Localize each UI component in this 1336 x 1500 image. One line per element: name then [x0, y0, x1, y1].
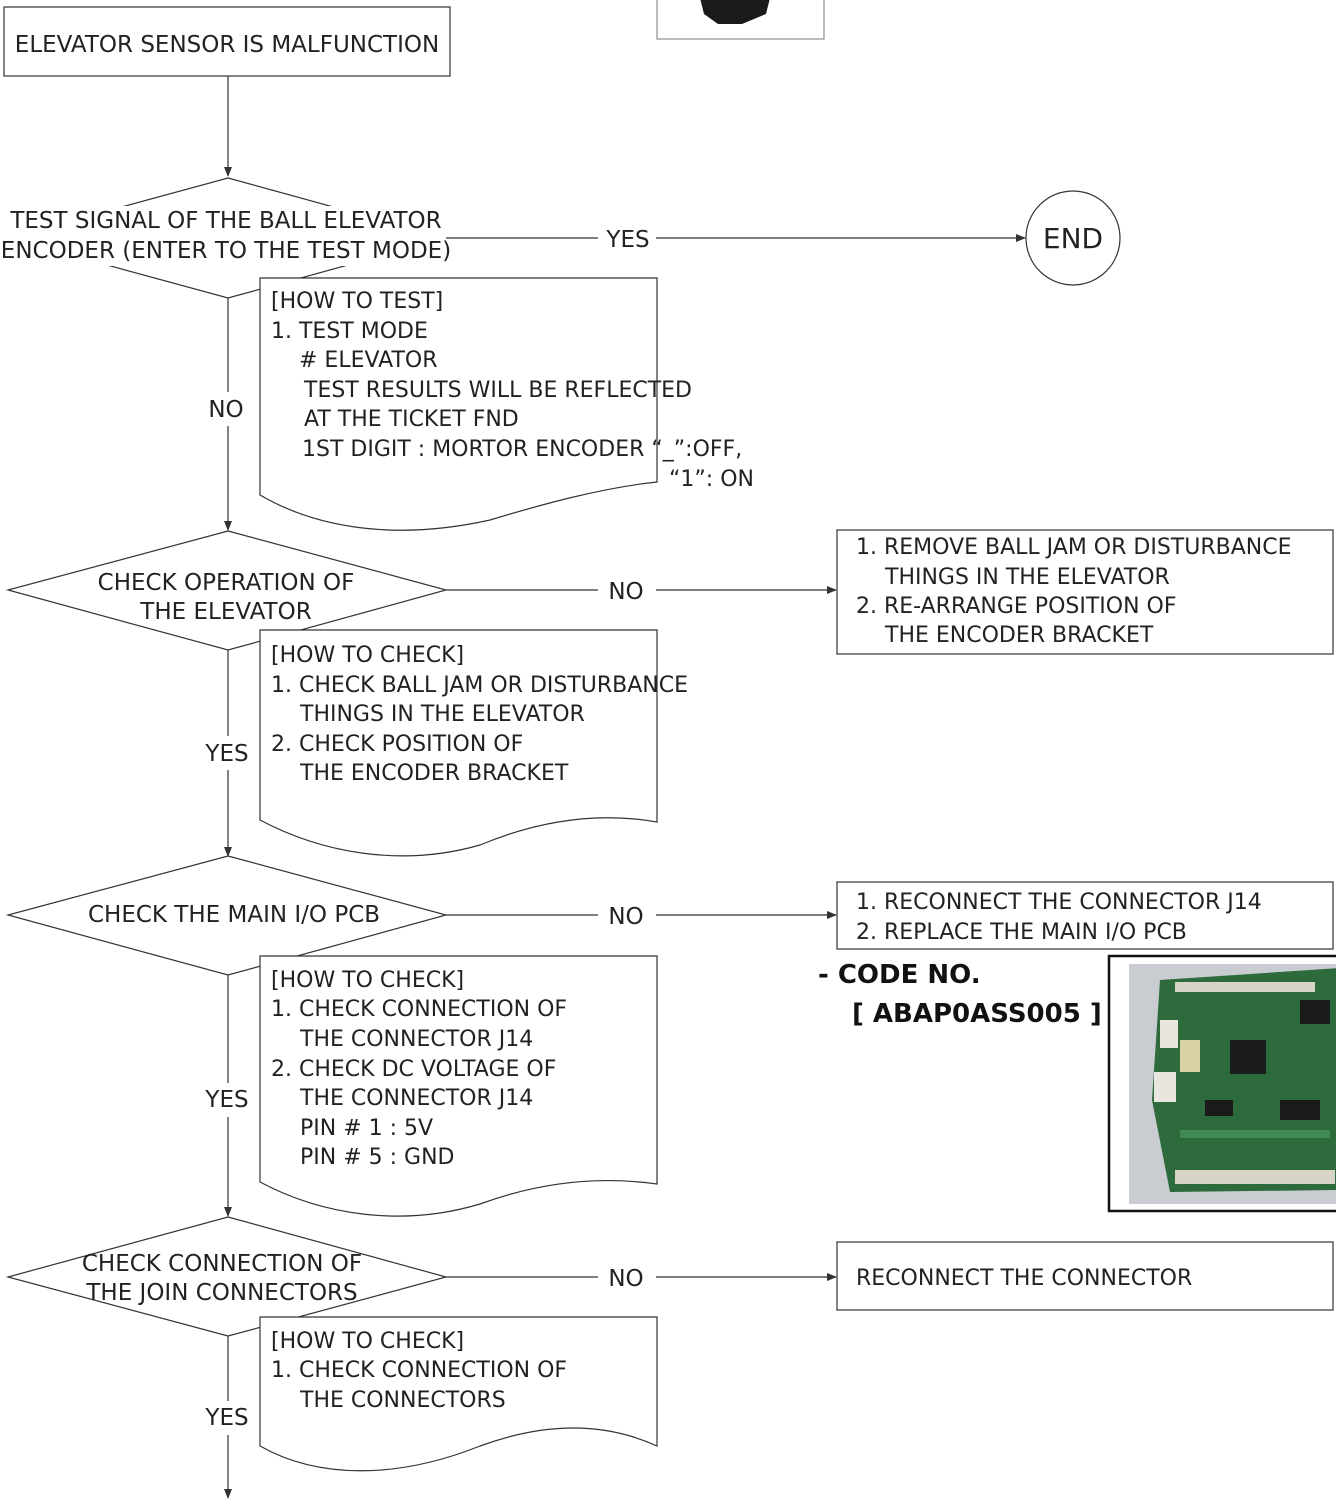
end-label: END: [1043, 222, 1103, 255]
note-how-to-check-pcb: [HOW TO CHECK] 1. CHECK CONNECTION OF TH…: [259, 955, 658, 1217]
note-3-line-7: PIN # 5 : GND: [300, 1145, 454, 1170]
note-how-to-check-operation: [HOW TO CHECK] 1. CHECK BALL JAM OR DIST…: [259, 629, 688, 857]
note-3-line-6: PIN # 1 : 5V: [300, 1116, 433, 1141]
note-4-line-2: 1. CHECK CONNECTION OF: [271, 1358, 567, 1383]
action-2-line-4: THE ENCODER BRACKET: [884, 623, 1154, 648]
decision-1-line-2: ENCODER (ENTER TO THE TEST MODE): [1, 238, 451, 264]
decision-2-line-1: CHECK OPERATION OF: [98, 570, 355, 596]
code-label: - CODE NO.: [818, 960, 981, 990]
end-terminator: END: [1025, 190, 1121, 286]
note-1-line-5: AT THE TICKET FND: [304, 407, 519, 432]
edge-label-d2-no-bg: [602, 577, 650, 607]
action-reconnect-j14: 1. RECONNECT THE CONNECTOR J14 2. REPLAC…: [836, 881, 1334, 950]
branch-connectors: [446, 234, 1026, 1281]
main-io-pcb-photo: [1107, 954, 1336, 1213]
action-remove-ball-jam: 1. REMOVE BALL JAM OR DISTURBANCE THINGS…: [836, 529, 1334, 655]
edge-label-d3-no: NO: [608, 904, 643, 930]
top-product-image: [656, 0, 825, 40]
action-2-line-2: THINGS IN THE ELEVATOR: [884, 565, 1170, 590]
edge-label-d4-no-bg: [602, 1264, 650, 1294]
note-2-line-5: THE ENCODER BRACKET: [299, 761, 569, 786]
code-number: - CODE NO. [ ABAP0ASS005 ]: [818, 960, 1102, 1029]
edge-label-d3-yes: YES: [204, 1087, 248, 1113]
decision-check-main-pcb: CHECK THE MAIN I/O PCB: [5, 855, 449, 976]
edge-label-d3-no-bg: [602, 902, 650, 932]
action-2-line-1: 1. REMOVE BALL JAM OR DISTURBANCE: [856, 535, 1291, 560]
note-how-to-test: [HOW TO TEST] 1. TEST MODE # ELEVATOR TE…: [259, 277, 754, 531]
note-2-line-2: 1. CHECK BALL JAM OR DISTURBANCE: [271, 673, 688, 698]
decision-4-line-1: CHECK CONNECTION OF: [82, 1251, 362, 1277]
note-2-line-3: THINGS IN THE ELEVATOR: [299, 702, 585, 727]
decision-3-line-1: CHECK THE MAIN I/O PCB: [88, 902, 380, 928]
note-1-line-2: 1. TEST MODE: [271, 319, 428, 344]
note-3-line-4: 2. CHECK DC VOLTAGE OF: [271, 1057, 556, 1082]
action-reconnect-connector: RECONNECT THE CONNECTOR: [836, 1241, 1334, 1311]
note-2-line-1: [HOW TO CHECK]: [271, 643, 464, 668]
note-1-line-7: “1”: ON: [669, 467, 754, 492]
edge-labels: YES NO NO NO NO YES YES YES: [196, 225, 656, 1435]
edge-label-d1-yes-bg: [599, 225, 656, 255]
decision-check-join-connectors: CHECK CONNECTION OF THE JOIN CONNECTORS: [5, 1216, 449, 1337]
note-3-line-3: THE CONNECTOR J14: [299, 1027, 533, 1052]
decision-1-line-1: TEST SIGNAL OF THE BALL ELEVATOR: [9, 208, 441, 234]
note-1-line-4: TEST RESULTS WILL BE REFLECTED: [303, 378, 692, 403]
edge-label-d4-no: NO: [608, 1266, 643, 1292]
note-1-line-1: [HOW TO TEST]: [271, 289, 443, 314]
note-1-line-6: 1ST DIGIT : MORTOR ENCODER “_”:OFF,: [302, 437, 742, 462]
note-2-line-4: 2. CHECK POSITION OF: [271, 732, 523, 757]
decision-test-signal: TEST SIGNAL OF THE BALL ELEVATOR ENCODER…: [1, 177, 451, 299]
edge-label-d2-yes: YES: [204, 741, 248, 767]
edge-label-d2-no: NO: [608, 579, 643, 605]
note-4-line-3: THE CONNECTORS: [299, 1388, 506, 1413]
edge-label-d4-yes: YES: [204, 1405, 248, 1431]
note-1-line-3: # ELEVATOR: [299, 348, 438, 373]
action-3-line-1: 1. RECONNECT THE CONNECTOR J14: [856, 890, 1262, 915]
start-box-label: ELEVATOR SENSOR IS MALFUNCTION: [15, 32, 439, 58]
code-value: [ ABAP0ASS005 ]: [852, 999, 1102, 1029]
note-how-to-check-connectors: [HOW TO CHECK] 1. CHECK CONNECTION OF TH…: [259, 1316, 658, 1472]
decision-check-operation: CHECK OPERATION OF THE ELEVATOR: [5, 530, 449, 651]
start-box: ELEVATOR SENSOR IS MALFUNCTION: [3, 6, 451, 77]
edge-label-d1-yes: YES: [605, 227, 649, 253]
decision-2-line-2: THE ELEVATOR: [139, 599, 311, 625]
action-2-line-3: 2. RE-ARRANGE POSITION OF: [856, 594, 1177, 619]
edge-label-d1-no: NO: [208, 397, 243, 423]
note-4-line-1: [HOW TO CHECK]: [271, 1329, 464, 1354]
action-3-line-2: 2. REPLACE THE MAIN I/O PCB: [856, 920, 1187, 945]
note-3-line-2: 1. CHECK CONNECTION OF: [271, 997, 567, 1022]
note-3-line-5: THE CONNECTOR J14: [299, 1086, 533, 1111]
decision-4-line-2: THE JOIN CONNECTORS: [85, 1280, 357, 1306]
action-4-line-1: RECONNECT THE CONNECTOR: [856, 1266, 1192, 1291]
note-3-line-1: [HOW TO CHECK]: [271, 968, 464, 993]
